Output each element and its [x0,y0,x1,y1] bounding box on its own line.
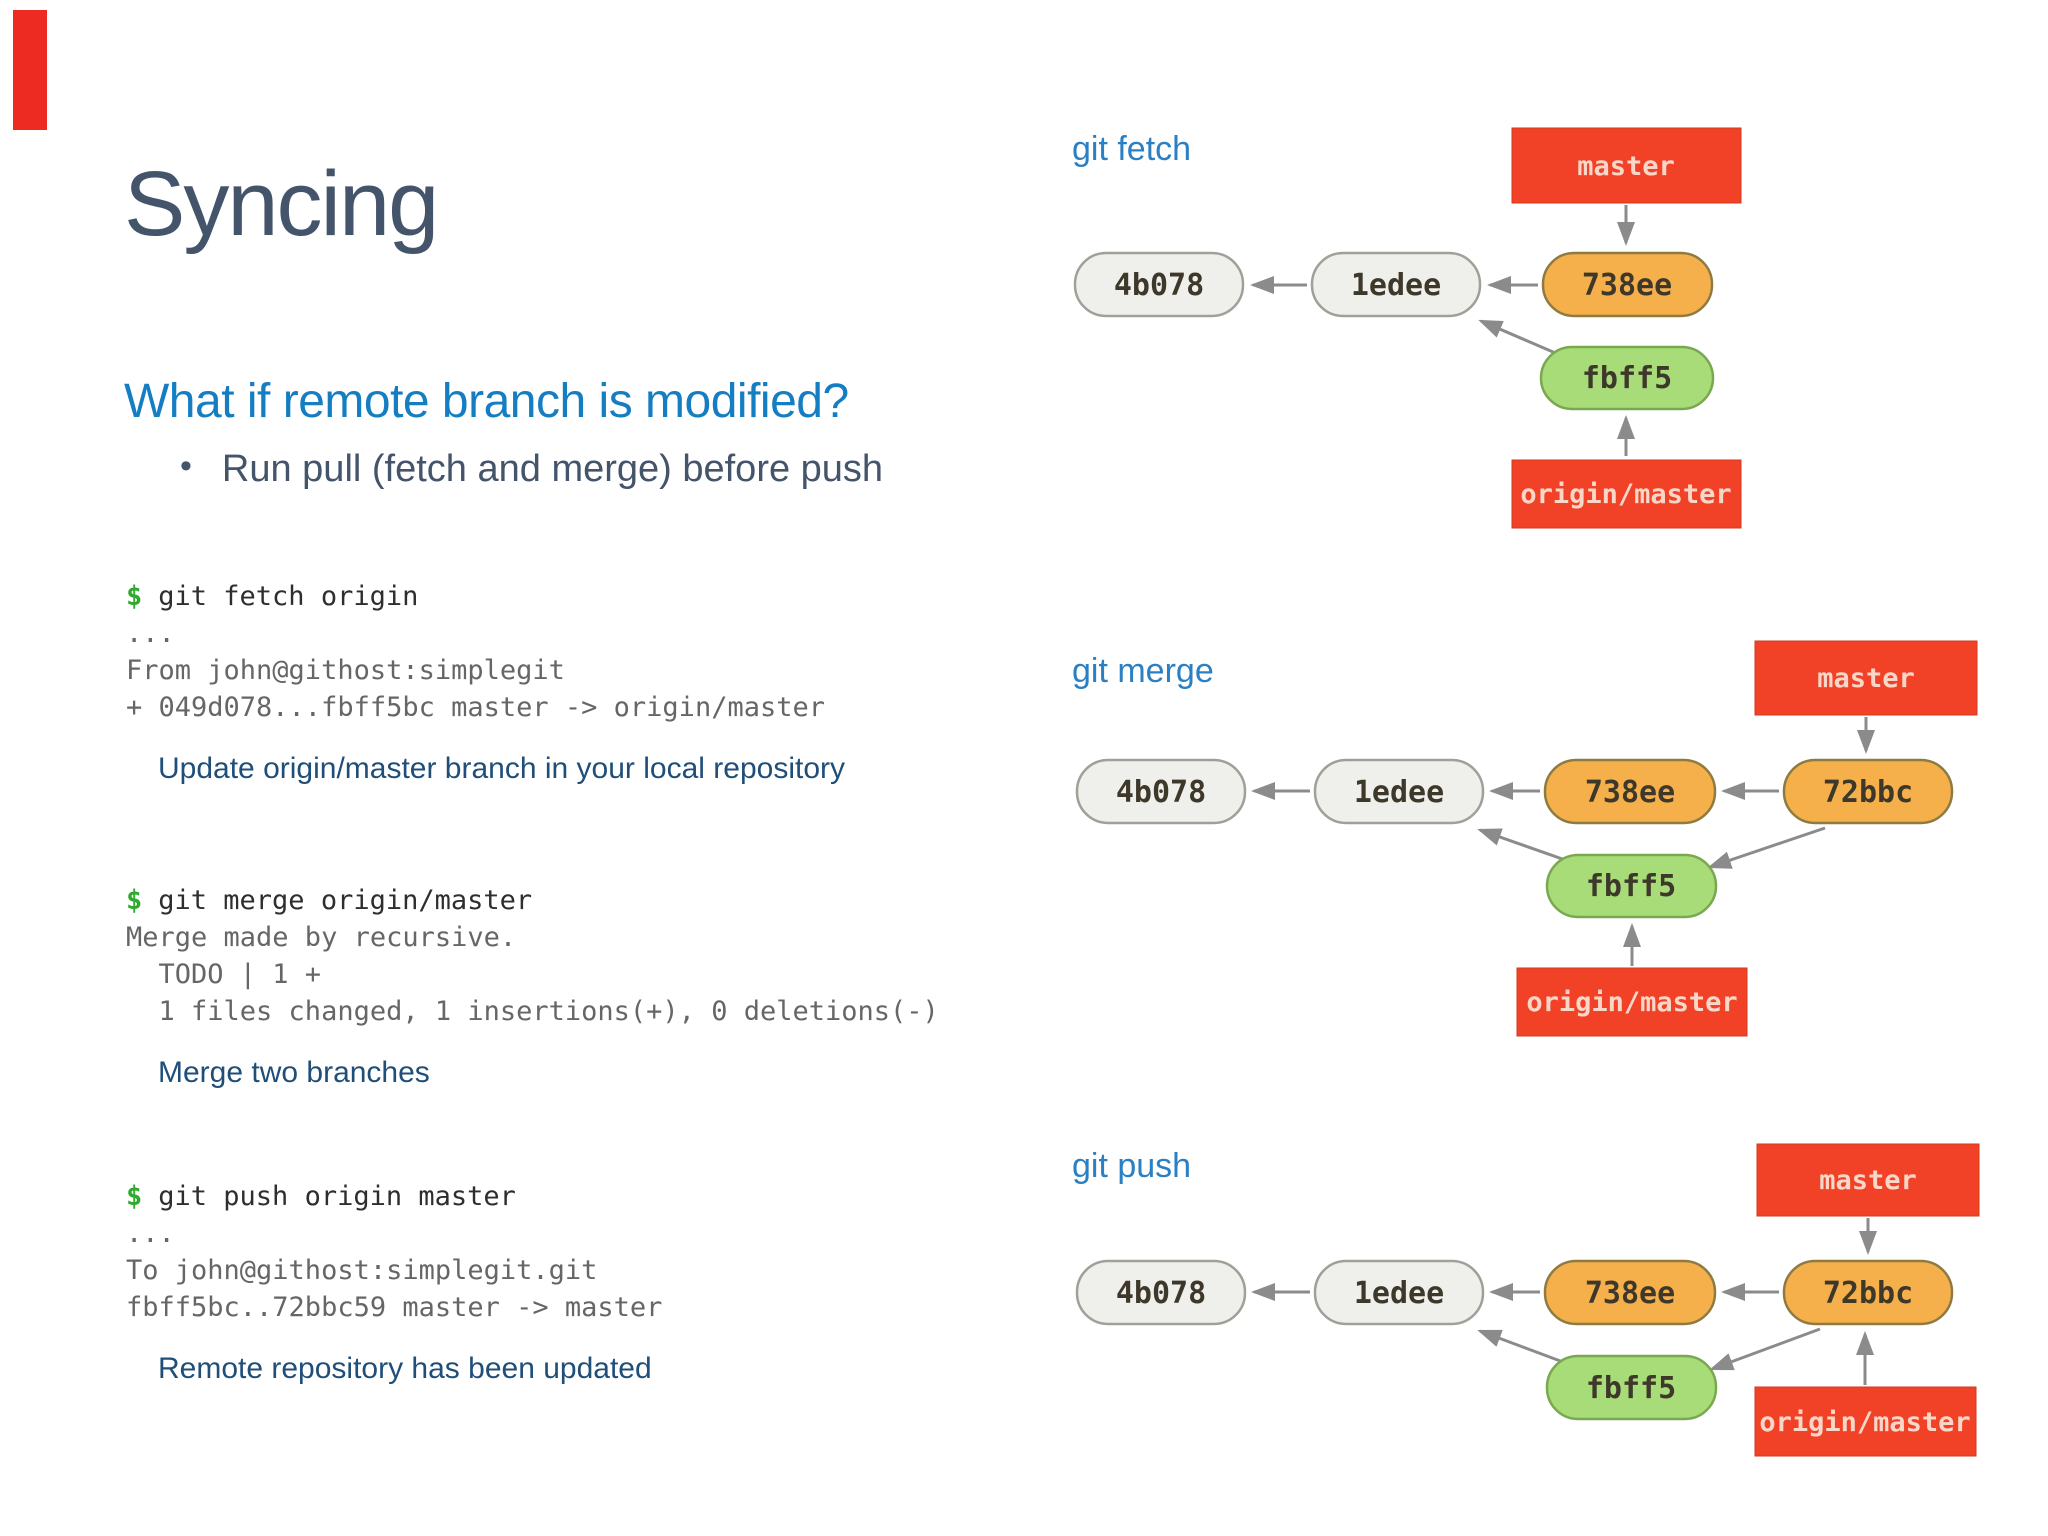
commit-node-72bbc [1782,758,1954,825]
shell-output-line: ... [126,618,175,649]
code-note-push: Remote repository has been updated [158,1352,652,1385]
commit-node-fbff5 [1539,345,1715,411]
bullet-dot: • [180,447,192,485]
ref-node-origin-master [1516,967,1748,1037]
section-heading: What if remote branch is modified? [124,375,849,428]
terminal-block-merge: $ git merge origin/master Merge made by r… [126,882,939,1090]
shell-output-line: fbff5bc..72bbc59 master -> master [126,1292,663,1323]
ref-node-master [1756,1143,1980,1217]
ref-node-origin-master [1754,1386,1977,1457]
commit-node-4b078 [1075,1259,1247,1326]
bullet-text: Run pull (fetch and merge) before push [221,448,884,490]
accent-bar [13,10,47,130]
shell-prompt: $ [126,885,143,916]
commit-node-738ee [1543,1259,1717,1326]
terminal-block-fetch: $ git fetch origin ... From john@githost:… [126,578,845,786]
commit-node-1edee [1310,251,1482,318]
arrow-72bbc-to-fbff5 [1707,826,1826,869]
ref-node-origin-master-label: origin/master [1526,987,1737,1018]
diagram-label: git push [1072,1147,1191,1185]
shell-command-line: $ git fetch origin [126,578,845,615]
commit-node-fbff5-label: fbff5 [1582,361,1672,396]
commit-node-fbff5-label: fbff5 [1586,869,1676,904]
commit-node-4b078-label: 4b078 [1114,268,1204,303]
page-title: Syncing [124,153,439,255]
ref-node-origin-master-label: origin/master [1759,1407,1970,1438]
commit-node-738ee [1543,758,1717,825]
arrow-fbff5-to-1edee [1478,319,1561,357]
ref-node-origin-master-label: origin/master [1520,479,1731,510]
ref-node-master [1754,640,1978,716]
commit-node-fbff5 [1545,1354,1718,1421]
shell-prompt: $ [126,1181,143,1212]
commit-node-fbff5-label: fbff5 [1586,1371,1676,1406]
ref-node-master-label: master [1819,1165,1917,1196]
arrow-72bbc-to-fbff5 [1709,1327,1821,1371]
shell-output-line: Merge made by recursive. [126,922,517,953]
arrow-fbff5-to-1edee [1477,1329,1564,1364]
commit-node-4b078 [1073,251,1245,318]
ref-node-master-label: master [1577,151,1675,182]
commit-node-1edee [1313,758,1485,825]
shell-command: git merge origin/master [158,885,533,916]
ref-node-master-label: master [1817,663,1915,694]
ref-node-master [1511,127,1742,204]
commit-node-fbff5 [1545,853,1718,919]
commit-node-4b078-label: 4b078 [1116,775,1206,810]
commit-node-72bbc-label: 72bbc [1823,775,1913,810]
diagram-git-push: git push master 4b078 1edee 738ee 72bbc … [1072,1143,1980,1457]
arrow-fbff5-to-1edee [1477,828,1569,863]
shell-output-line: TODO | 1 + [126,959,322,990]
shell-command: git fetch origin [158,581,419,612]
bullet-item: • Run pull (fetch and merge) before push [180,447,884,491]
commit-node-72bbc [1782,1259,1954,1326]
shell-command-line: $ git push origin master [126,1178,662,1215]
shell-output-line: To john@githost:simplegit.git [126,1255,598,1286]
diagram-git-fetch: git fetch master 4b078 1edee 738ee fbff5… [1072,127,1742,529]
diagram-label: git fetch [1072,130,1191,168]
diagram-label: git merge [1072,652,1214,690]
commit-node-72bbc-label: 72bbc [1823,1276,1913,1311]
shell-output-line: From john@githost:simplegit [126,655,565,686]
code-note-merge: Merge two branches [158,1056,430,1089]
commit-node-1edee-label: 1edee [1354,1276,1444,1311]
shell-prompt: $ [126,581,143,612]
shell-output-line: + 049d078...fbff5bc master -> origin/mas… [126,692,825,723]
commit-node-738ee-label: 738ee [1585,1276,1675,1311]
shell-command: git push origin master [158,1181,516,1212]
shell-command-line: $ git merge origin/master [126,882,939,919]
commit-node-4b078-label: 4b078 [1116,1276,1206,1311]
commit-node-1edee [1313,1259,1485,1326]
commit-node-4b078 [1075,758,1247,825]
ref-node-origin-master [1511,459,1742,529]
commit-node-738ee-label: 738ee [1585,775,1675,810]
terminal-block-push: $ git push origin master ... To john@gith… [126,1178,662,1386]
commit-node-738ee [1541,251,1714,318]
commit-node-1edee-label: 1edee [1354,775,1444,810]
commit-node-1edee-label: 1edee [1351,268,1441,303]
shell-output-line: ... [126,1218,175,1249]
code-note-fetch: Update origin/master branch in your loca… [158,752,845,785]
diagram-git-merge: git merge master 4b078 1edee 738ee 72bbc… [1072,640,1978,1037]
commit-node-738ee-label: 738ee [1582,268,1672,303]
shell-output-line: 1 files changed, 1 insertions(+), 0 dele… [126,996,939,1027]
